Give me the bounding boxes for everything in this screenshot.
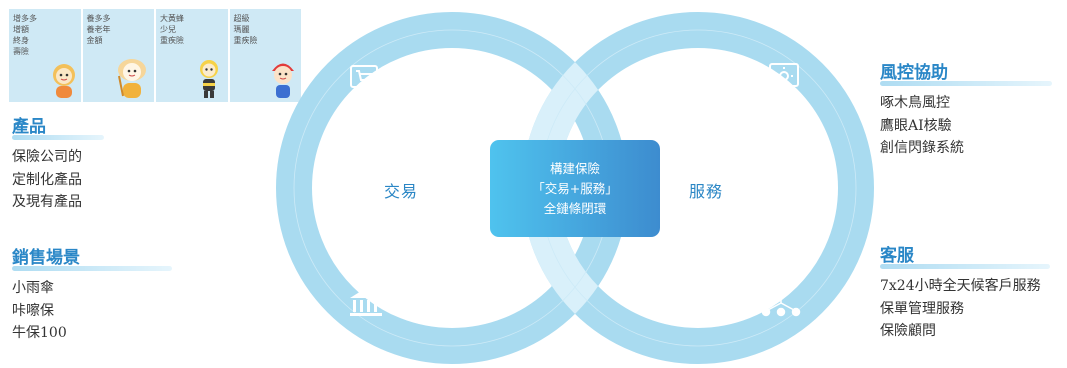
list-item: 咔嚓保: [12, 302, 54, 319]
section-customer-service: 客服 7x24小時全天候客戶服務 保單管理服務 保險顧問: [880, 241, 1050, 343]
title-underline: [880, 81, 1052, 86]
section-title: 產品: [12, 117, 46, 137]
network-icon: [761, 287, 801, 317]
card-text: 瑪麗: [233, 25, 250, 34]
section-title: 客服: [880, 246, 914, 266]
product-card[interactable]: 大黃蜂 少兒 重疾險: [156, 9, 228, 102]
card-text: 終身: [13, 36, 29, 45]
center-line: 「交易+服務」: [532, 180, 618, 196]
center-line: 全鏈條閉環: [543, 200, 607, 216]
trade-label: 交易: [384, 182, 419, 201]
card-text: 增額: [13, 25, 29, 34]
card-text: 壽險: [13, 47, 29, 56]
list-item: 保險公司的: [12, 149, 82, 165]
mascot-icon: [200, 60, 218, 98]
card-text: 重疾險: [233, 36, 258, 45]
list-item: 定制化產品: [12, 171, 82, 188]
center-box: 構建保險 「交易+服務」 全鏈條閉環: [490, 140, 660, 237]
section-products: 產品 保險公司的 定制化產品 及現有產品: [12, 112, 104, 214]
product-card[interactable]: 養多多 養老年 金額: [82, 9, 154, 102]
monitor-alert-icon: [769, 63, 799, 93]
bank-icon: [350, 288, 382, 316]
section-risk-control: 風控協助 啄木鳥風控 鷹眼AI核驗 創信閃錄系統: [880, 58, 1052, 160]
section-title: 風控協助: [880, 63, 948, 83]
mascot-icon: [53, 64, 75, 98]
card-text: 大黃蜂: [160, 14, 184, 23]
mascot-icon: [117, 59, 146, 98]
cart-screen-icon: [350, 65, 378, 94]
card-text: 少兒: [160, 25, 176, 34]
list-item: 保單管理服務: [880, 300, 964, 317]
section-title: 銷售場景: [12, 248, 80, 268]
list-item: 保險顧問: [880, 323, 936, 339]
product-cards: 增多多 增額 終身 壽險 養多多 養老年 金額 大黃蜂: [9, 9, 301, 102]
list-item: 7x24小時全天候客戶服務: [880, 278, 1041, 294]
list-item: 創信閃錄系統: [880, 140, 964, 156]
product-card[interactable]: 超級 瑪麗 重疾險: [229, 9, 301, 102]
title-underline: [880, 264, 1050, 269]
list-item: 鷹眼AI核驗: [880, 117, 952, 134]
card-text: 超級: [233, 14, 250, 23]
card-text: 養老年: [86, 25, 111, 34]
list-item: 啄木鳥風控: [880, 95, 950, 111]
list-item: 牛保100: [12, 325, 67, 341]
service-label: 服務: [689, 182, 724, 201]
section-sales-scenarios: 銷售場景 小雨傘 咔嚓保 牛保100: [12, 243, 172, 345]
card-text: 增多多: [13, 14, 37, 23]
list-item: 小雨傘: [12, 280, 54, 296]
card-text: 養多多: [86, 14, 111, 23]
product-card[interactable]: 增多多 增額 終身 壽險: [9, 9, 81, 102]
card-text: 金額: [86, 36, 103, 45]
title-underline: [12, 266, 172, 271]
mascot-icon: [271, 63, 294, 98]
center-line: 構建保險: [549, 160, 600, 176]
card-text: 重疾險: [160, 36, 184, 45]
title-underline: [12, 135, 104, 140]
list-item: 及現有產品: [12, 194, 82, 210]
